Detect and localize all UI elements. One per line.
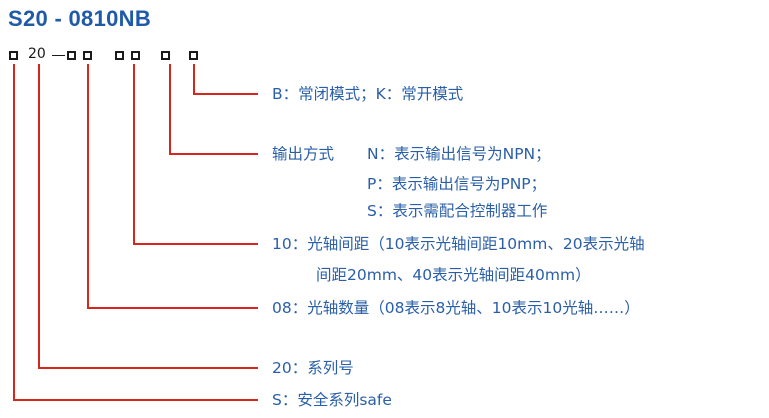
- code-prefix: 20: [28, 46, 46, 62]
- leader-line-safety: [13, 64, 258, 401]
- label-output-s: S：表示需配合控制器工作: [367, 202, 548, 220]
- code-box-count-1: [67, 51, 76, 60]
- code-box-count-2: [83, 51, 92, 60]
- label-pitch-line2: 间距20mm、40表示光轴间距40mm）: [316, 266, 591, 284]
- label-pitch-line1: 10：光轴间距（10表示光轴间距10mm、20表示光轴: [272, 235, 645, 253]
- label-output-npn: N：表示输出信号为NPN；: [367, 145, 551, 163]
- code-box-s: [9, 51, 18, 60]
- code-dash: [52, 55, 65, 56]
- leader-line-pitch: [133, 64, 258, 245]
- label-output-heading: 输出方式: [272, 145, 335, 163]
- code-box-pitch-2: [131, 51, 140, 60]
- label-output-pnp: P：表示输出信号为PNP；: [367, 175, 547, 193]
- label-count: 08：光轴数量（08表示8光轴、10表示10光轴……）: [272, 299, 640, 317]
- label-safety: S：安全系列safe: [272, 391, 392, 409]
- code-box-output: [161, 51, 170, 60]
- code-box-pitch-1: [115, 51, 124, 60]
- leader-line-series: [38, 64, 258, 369]
- leader-line-output: [169, 64, 258, 155]
- leader-line-count: [87, 64, 258, 309]
- label-mode: B：常闭模式；K：常开模式: [272, 85, 464, 103]
- model-title: S20 - 0810NB: [8, 6, 152, 31]
- code-box-mode: [189, 51, 198, 60]
- leader-line-mode: [193, 64, 258, 95]
- label-series: 20：系列号: [272, 359, 354, 377]
- model-code-row: 20: [0, 0, 769, 70]
